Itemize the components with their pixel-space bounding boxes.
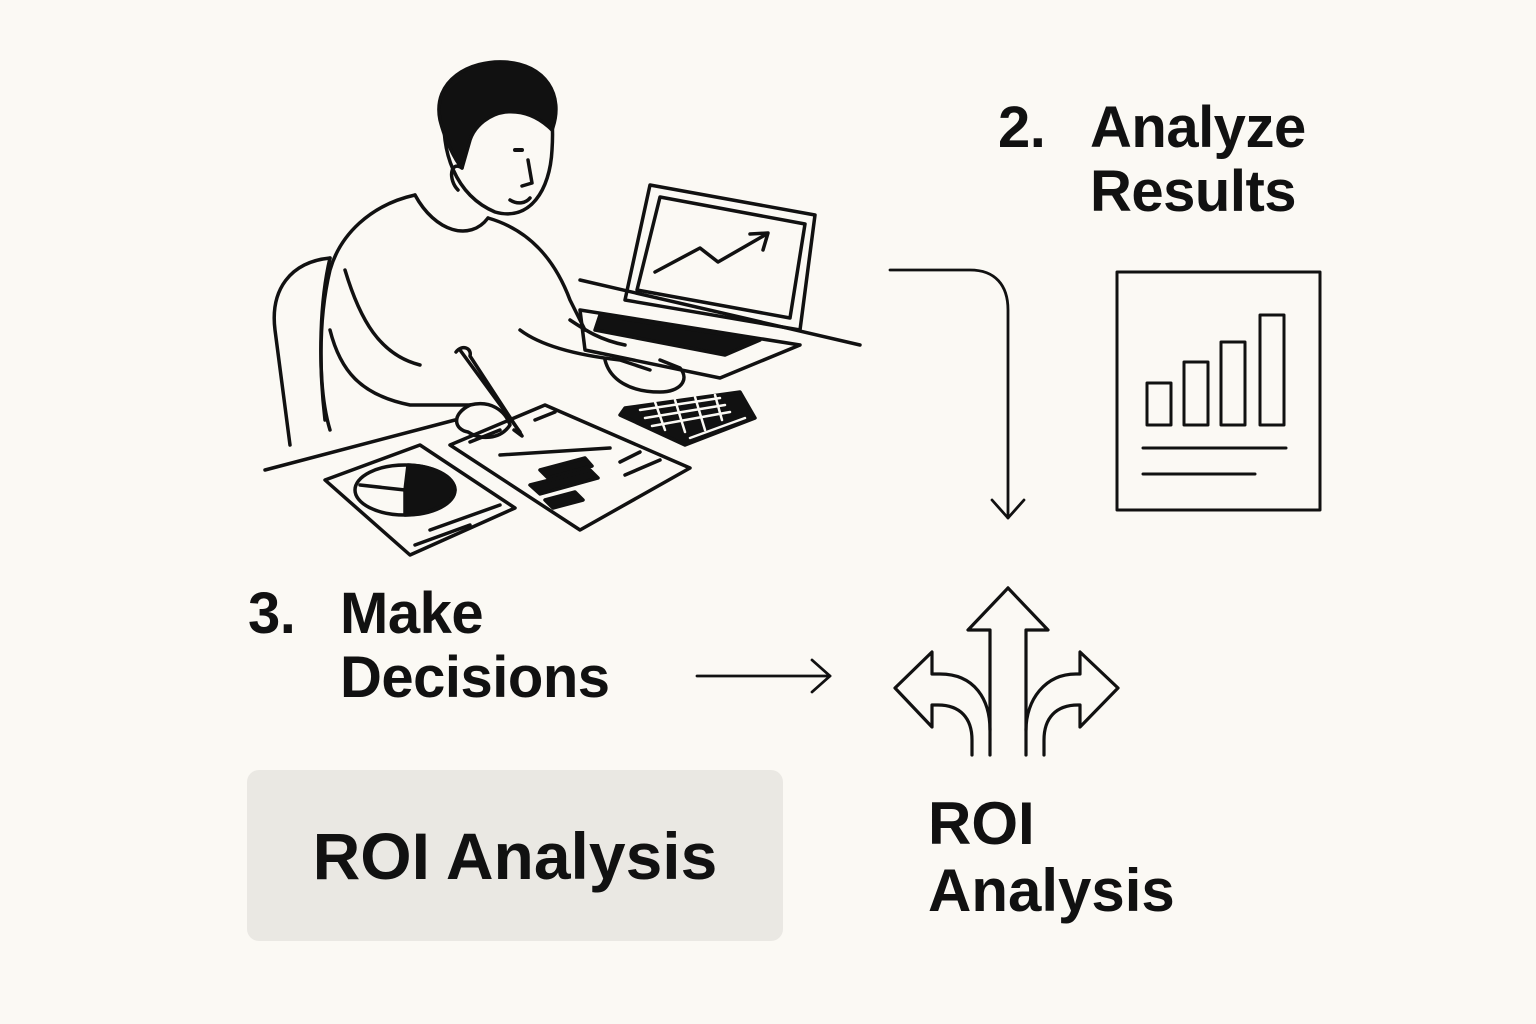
right-arm — [518, 328, 652, 372]
document-bars — [448, 403, 692, 532]
hair — [437, 60, 558, 170]
roi-label-line2: Analysis — [928, 857, 1175, 925]
step-number: 2. — [998, 95, 1046, 160]
bar-chart-report-icon — [1115, 270, 1322, 512]
down-arrow-connector — [888, 268, 1026, 520]
step-title-line1: Analyze — [1090, 95, 1306, 160]
step-title-line1: Make — [340, 581, 484, 646]
laptop-icon — [578, 183, 817, 380]
person-at-desk-illustration — [263, 60, 862, 557]
roi-box-label: ROI Analysis — [312, 818, 718, 893]
calculator-icon — [618, 390, 757, 447]
left-arm — [328, 328, 472, 407]
step-3-label: 3. Make Decisions — [248, 582, 610, 710]
document-pie — [323, 443, 517, 557]
step-number: 3. — [248, 581, 296, 646]
roi-label-line1: ROI — [928, 790, 1035, 857]
roi-analysis-box: ROI Analysis — [247, 770, 783, 941]
torso — [319, 193, 417, 432]
step-2-label: 2. Analyze Results — [998, 96, 1306, 224]
step-title-line2: Decisions — [340, 644, 610, 710]
decision-arrows-icon — [893, 586, 1120, 757]
right-arrow-connector — [695, 658, 832, 694]
roi-analysis-label: ROI Analysis — [928, 790, 1175, 924]
chair — [272, 256, 332, 447]
step-title-line2: Results — [1090, 158, 1297, 224]
desk-edge — [263, 418, 457, 472]
trend-line — [653, 233, 767, 274]
